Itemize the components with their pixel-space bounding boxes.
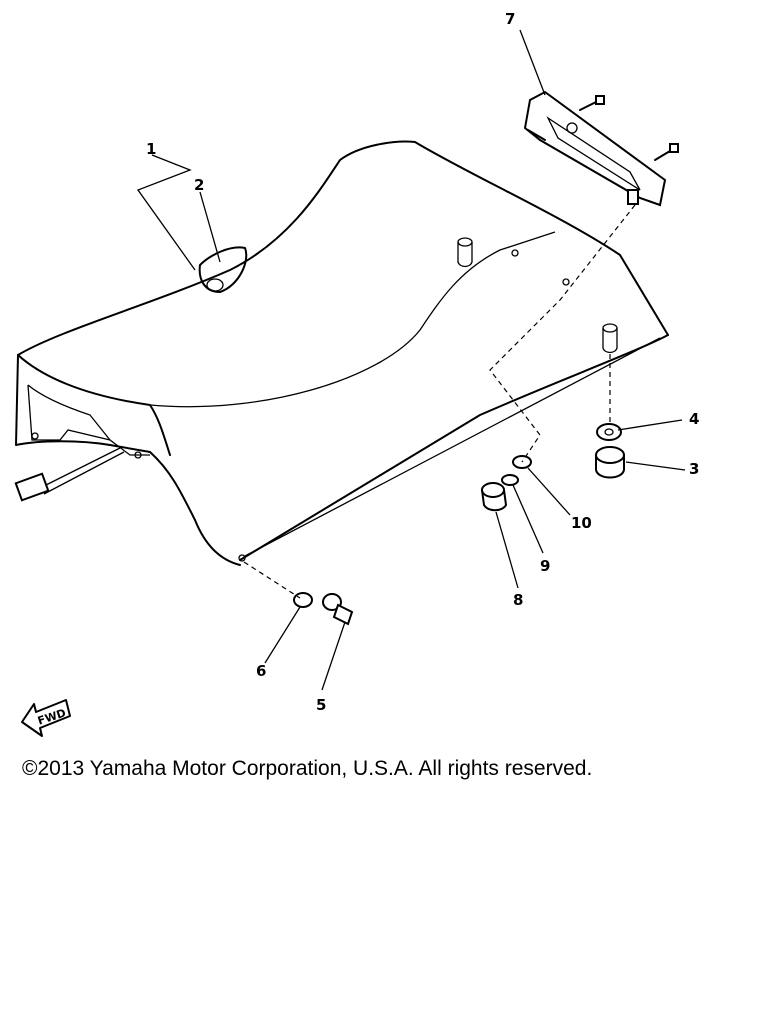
forward-arrow-icon: FWD — [21, 699, 71, 737]
callout-4: 4 — [689, 410, 699, 428]
seat-underside — [27, 384, 150, 456]
seat-assembly — [14, 140, 669, 566]
nut-part-8 — [480, 482, 508, 512]
callout-8: 8 — [513, 591, 523, 609]
callout-3: 3 — [689, 460, 699, 478]
seat-exploded-diagram: 1 2 3 4 5 6 7 8 9 10 FWD — [14, 10, 699, 737]
seat-front-side — [15, 354, 241, 566]
callout-5: 5 — [316, 696, 326, 714]
seat-top-outline — [17, 140, 669, 356]
washer-part-6 — [293, 592, 313, 608]
seat-latch-hook — [14, 472, 50, 502]
leader-lines — [136, 29, 686, 691]
callout-2: 2 — [194, 176, 204, 194]
alignment-bracket — [489, 204, 636, 463]
callout-10: 10 — [571, 514, 592, 532]
callout-6: 6 — [256, 662, 266, 680]
bolt-part-5 — [322, 593, 354, 626]
lock-washer-part-9 — [501, 474, 519, 486]
damper-part-3 — [595, 446, 625, 479]
seat-front-face — [17, 354, 171, 456]
washer-part-4 — [596, 423, 622, 441]
callout-7: 7 — [505, 10, 515, 28]
alignment-front-mount — [243, 561, 301, 599]
seat-seam — [149, 231, 556, 408]
seat-handle — [198, 246, 248, 293]
callout-1: 1 — [146, 140, 156, 158]
callout-9: 9 — [540, 557, 550, 575]
hinge-bracket — [523, 90, 679, 207]
seat-strap — [39, 447, 125, 495]
copyright-notice: ©2013 Yamaha Motor Corporation, U.S.A. A… — [22, 757, 593, 780]
